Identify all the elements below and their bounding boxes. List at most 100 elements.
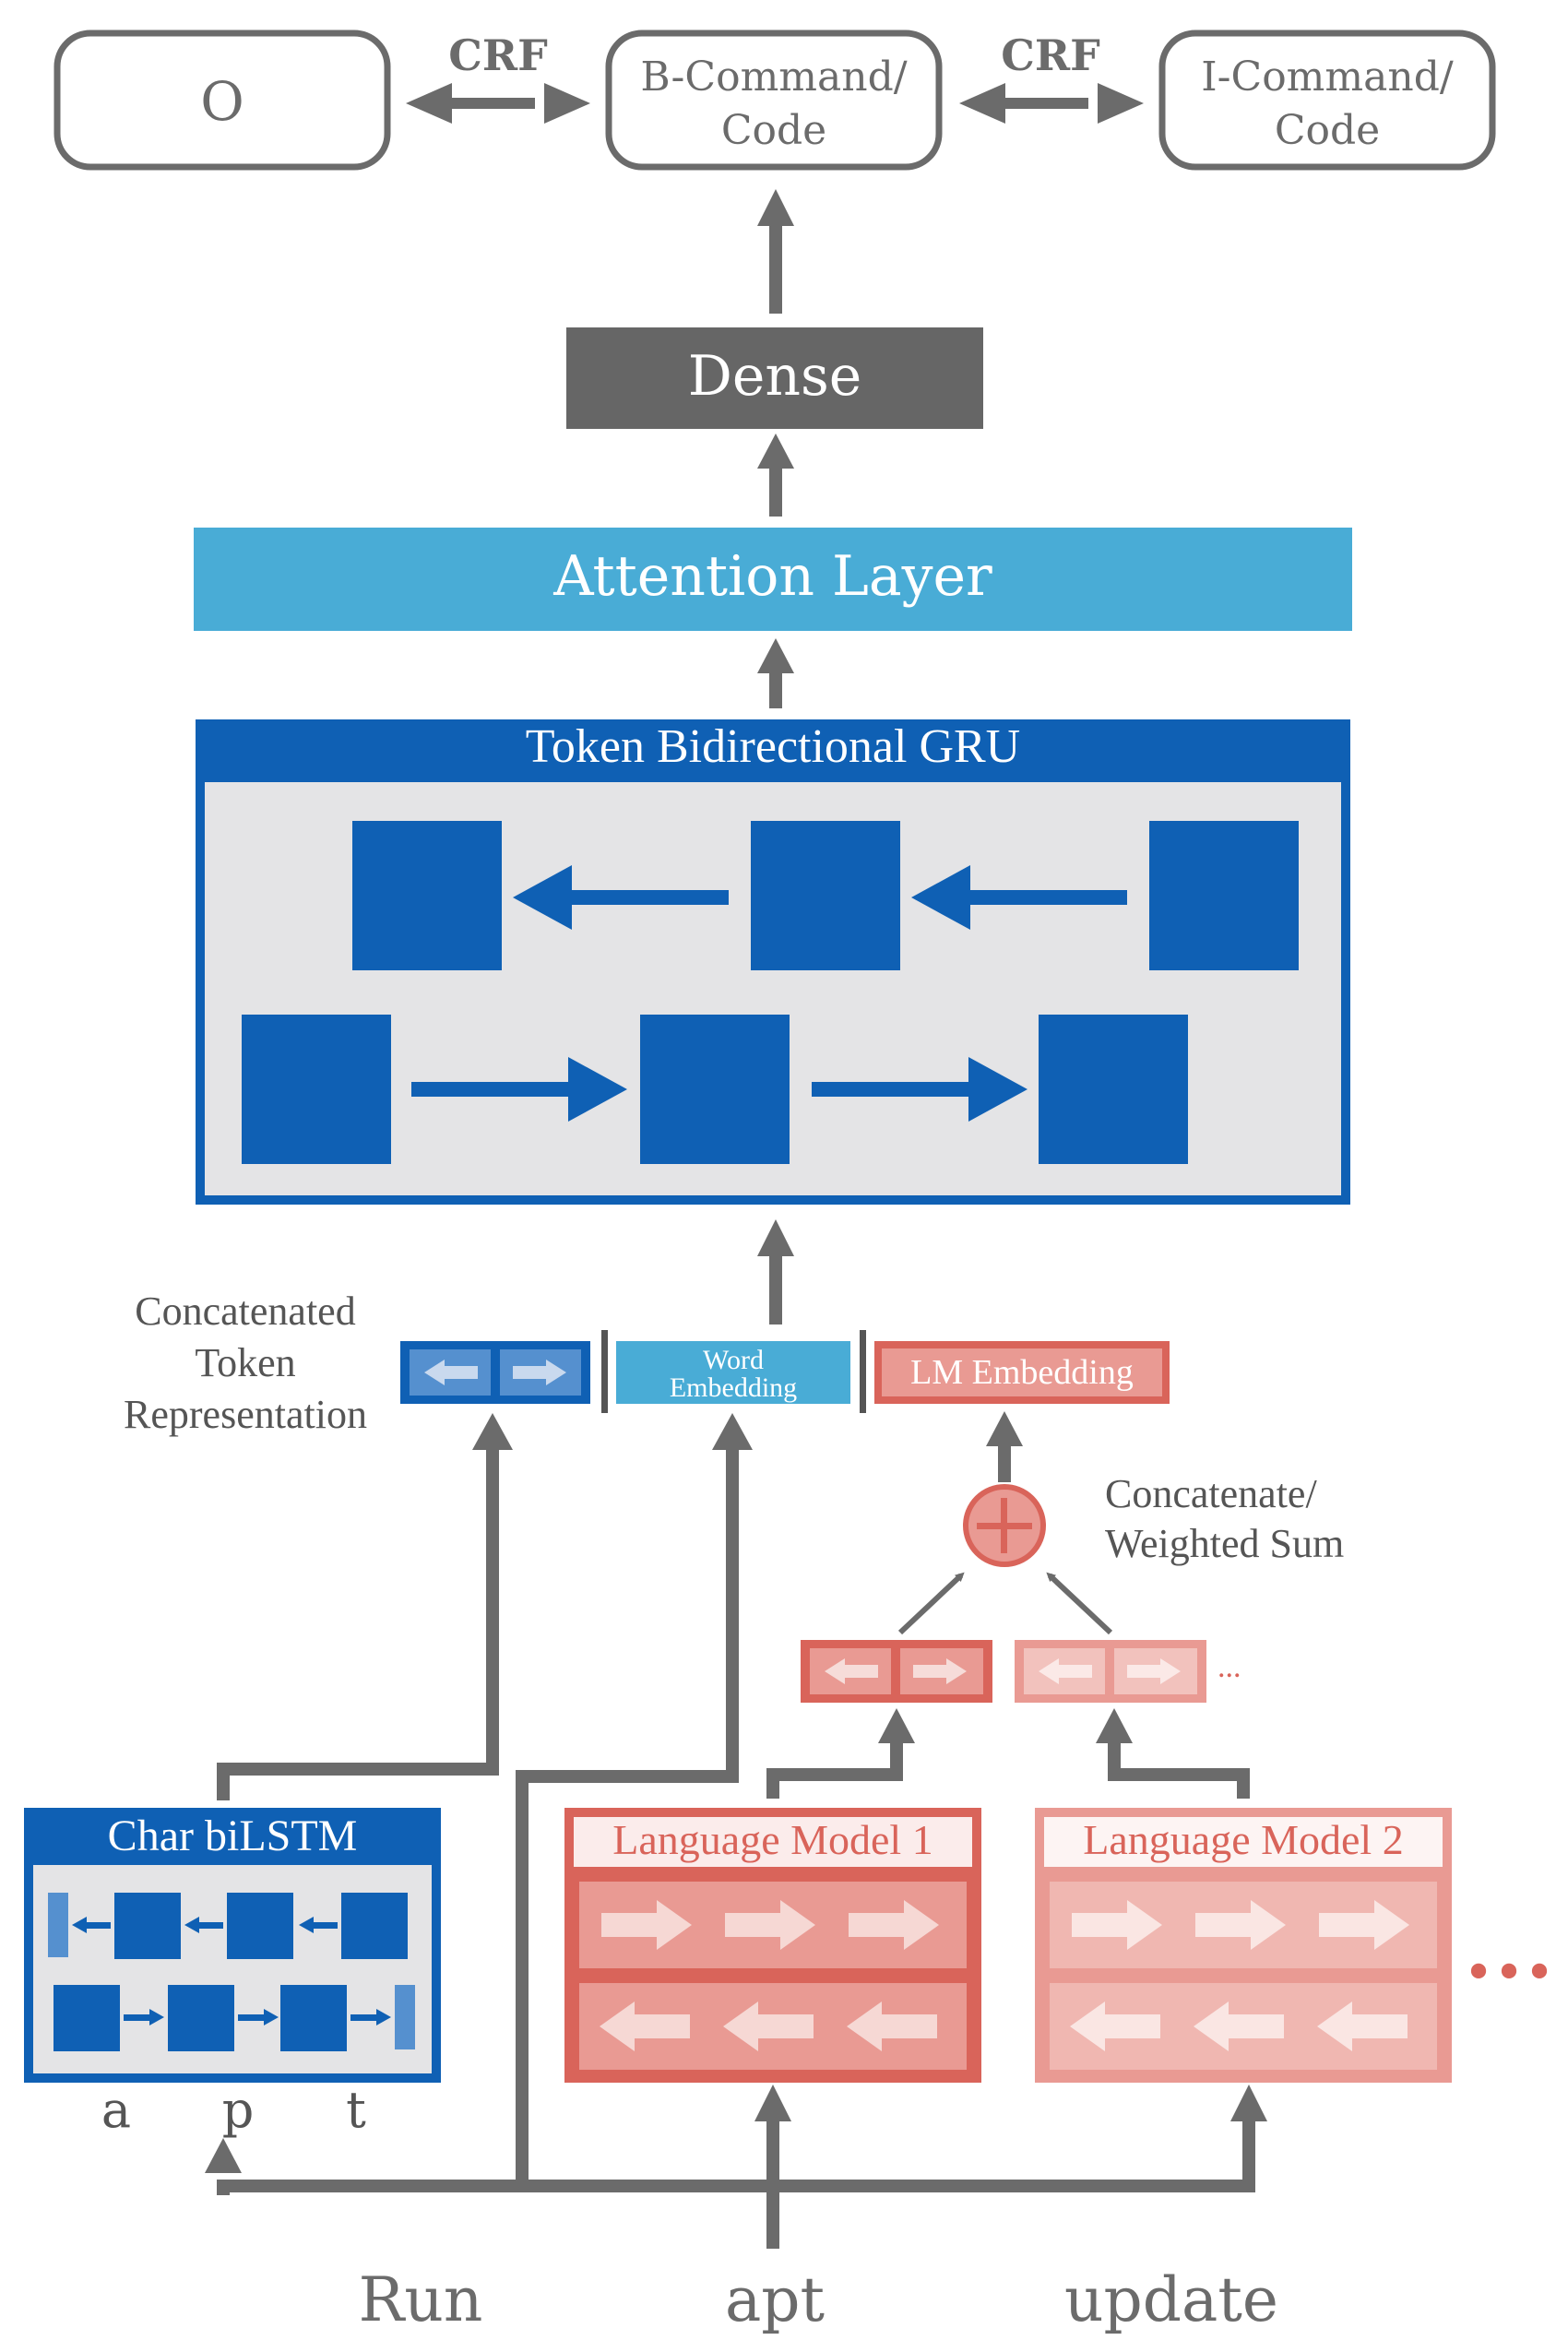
gru-forward-arrow-1: [411, 1057, 627, 1122]
gru-title: Token Bidirectional GRU: [526, 720, 1020, 773]
path-lm2-to-output: [1108, 1738, 1250, 1799]
tag-o-label: O: [200, 70, 244, 133]
path-char-to-concat-head: [472, 1413, 513, 1450]
char-bilstm-forward-cell-2: [168, 1985, 234, 2051]
gru-cell-forward-3: [1039, 1015, 1188, 1164]
lm1-backward-arrows: [600, 2002, 937, 2051]
path-apt-to-lm1-head: [754, 2085, 791, 2121]
input-token-apt: apt: [725, 2264, 825, 2335]
concat-repr-label-line3: Representation: [124, 1392, 367, 1437]
tag-i-command-line2: Code: [1275, 107, 1380, 154]
char-bilstm-forward-cell-1: [53, 1985, 120, 2051]
path-char-to-concat: [217, 1439, 499, 1800]
concat-char-right-arrow-icon: [513, 1360, 566, 1385]
more-language-models-ellipsis: •••: [1463, 1943, 1554, 2003]
concat-repr-label-line2: Token: [195, 1340, 295, 1385]
concat-char-segment: [400, 1341, 590, 1404]
lm2-output-left-arrow-icon: [1039, 1658, 1092, 1684]
tag-i-command-line1: I-Command/: [1201, 53, 1454, 101]
language-model-1: Language Model 1: [564, 1808, 981, 2083]
lm2-backward-arrows: [1070, 2002, 1408, 2051]
lm1-title: Language Model 1: [612, 1816, 932, 1863]
char-bilstm-backward-arrows: [72, 1917, 338, 1933]
token-bidirectional-gru: Token Bidirectional GRU: [196, 719, 1350, 1205]
lm-output-ellipsis: ...: [1218, 1650, 1241, 1684]
up-arrow-attention-to-dense: [757, 434, 794, 517]
combine-label-line2: Weighted Sum: [1105, 1521, 1344, 1566]
path-apt-vertical: [766, 2121, 779, 2249]
lm1-forward-arrows: [601, 1900, 939, 1950]
lm1-title-bar: [574, 1817, 972, 1867]
char-bilstm-forward-cell-3: [280, 1985, 347, 2051]
char-bilstm-backward-end: [48, 1893, 68, 1957]
lm1-output-right-arrow-icon: [913, 1658, 967, 1684]
up-arrow-gru-to-attention: [757, 638, 794, 708]
combine-plus-icon: [963, 1484, 1046, 1567]
up-arrow-dense-to-tags: [757, 189, 794, 314]
char-bilstm-forward-end: [395, 1985, 415, 2049]
combine-input-arrow-2: [1046, 1572, 1113, 1635]
output-tags: O B-Command/ Code I-Command/ Code CRF CR…: [53, 30, 1496, 171]
char-bilstm-backward-cell-2: [227, 1893, 293, 1959]
gru-backward-arrow-2: [911, 865, 1127, 930]
language-model-2: Language Model 2: [1035, 1808, 1452, 2083]
gru-forward-arrow-2: [812, 1057, 1028, 1122]
gru-cell-forward-1: [242, 1015, 391, 1164]
gru-cell-forward-2: [640, 1015, 790, 1164]
path-lm1-to-output: [766, 1738, 903, 1799]
dense-layer-box: [566, 327, 983, 429]
gru-backward-arrow-1: [513, 865, 729, 930]
gru-cell-backward-3: [1149, 821, 1299, 970]
combine-input-arrow-1: [897, 1572, 965, 1635]
path-apt-to-word-embedding: [516, 1439, 739, 2186]
crf-right-label: CRF: [1001, 30, 1100, 80]
char-bilstm-backward-cell-1: [114, 1893, 181, 1959]
lm1-output-vector: [801, 1640, 992, 1703]
input-token-run: Run: [359, 2264, 483, 2335]
path-bottom-bus: [217, 2121, 1255, 2195]
concat-char-left-arrow-icon: [424, 1360, 478, 1385]
concat-separator-1: [601, 1330, 608, 1413]
lm1-output-left-arrow-icon: [825, 1658, 878, 1684]
path-apt-to-word-embedding-head: [712, 1413, 753, 1450]
combine-label-line1: Concatenate/: [1105, 1471, 1317, 1516]
concat-word-embedding-line1: Word: [703, 1345, 764, 1375]
char-label-t: t: [346, 2081, 366, 2139]
gru-cell-backward-2: [751, 821, 900, 970]
up-arrow-concat-to-gru: [757, 1219, 794, 1324]
lm2-output-right-arrow-icon: [1127, 1658, 1181, 1684]
concat-repr-label-line1: Concatenated: [135, 1289, 355, 1334]
char-bilstm-forward-arrows: [124, 2009, 391, 2025]
path-bus-to-lm2-head: [1230, 2085, 1267, 2121]
concat-lm-embedding-inner: [882, 1348, 1162, 1396]
gru-cell-backward-1: [352, 821, 502, 970]
concat-word-embedding-line2: Embedding: [670, 1372, 797, 1403]
attention-layer-box: [194, 528, 1352, 631]
concat-word-embedding-segment: [616, 1341, 850, 1404]
lm2-output-vector: [1015, 1640, 1206, 1703]
path-lm1-to-output-head: [878, 1708, 915, 1743]
up-arrow-combine-to-lm-embedding: [986, 1411, 1023, 1482]
crf-left-label: CRF: [448, 30, 548, 80]
path-bus-to-char-head: [205, 2138, 242, 2173]
tag-i-command-box: [1158, 30, 1496, 171]
concat-lm-embedding-label: LM Embedding: [910, 1353, 1134, 1392]
char-label-a: a: [101, 2081, 131, 2139]
lm2-title: Language Model 2: [1083, 1816, 1403, 1863]
tag-b-command-box: [605, 30, 943, 171]
char-bilstm-backward-cell-3: [341, 1893, 408, 1959]
concat-separator-2: [860, 1330, 866, 1413]
crf-double-arrow-right: [959, 83, 1144, 124]
lm2-title-bar: [1044, 1817, 1443, 1867]
attention-layer-label: Attention Layer: [552, 544, 992, 609]
tag-b-command-line2: Code: [721, 107, 826, 154]
char-bilstm: Char biLSTM: [24, 1808, 441, 2083]
path-lm2-to-output-head: [1096, 1708, 1133, 1743]
tag-o-box: [53, 30, 391, 171]
tag-b-command-line1: B-Command/: [640, 53, 907, 101]
dense-layer-label: Dense: [688, 344, 862, 409]
char-bilstm-title: Char biLSTM: [108, 1812, 358, 1860]
char-label-p: p: [222, 2081, 255, 2139]
input-token-update: update: [1064, 2264, 1278, 2335]
